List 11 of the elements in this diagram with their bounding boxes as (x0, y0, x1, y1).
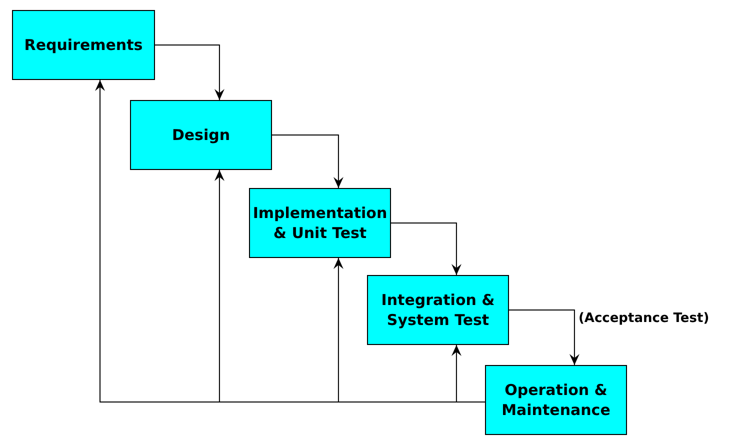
arrow (390, 222, 462, 276)
arrow (508, 310, 580, 366)
edge-label: (Acceptance Test) (578, 311, 710, 327)
process-box: Integration & System Test (367, 275, 509, 345)
process-box: Requirements (12, 10, 155, 80)
arrow (154, 44, 224, 100)
arrow (451, 344, 486, 402)
arrow (272, 134, 344, 188)
process-box: Operation & Maintenance (485, 365, 627, 435)
process-box: Implementation & Unit Test (249, 188, 391, 258)
process-box: Design (130, 100, 272, 170)
